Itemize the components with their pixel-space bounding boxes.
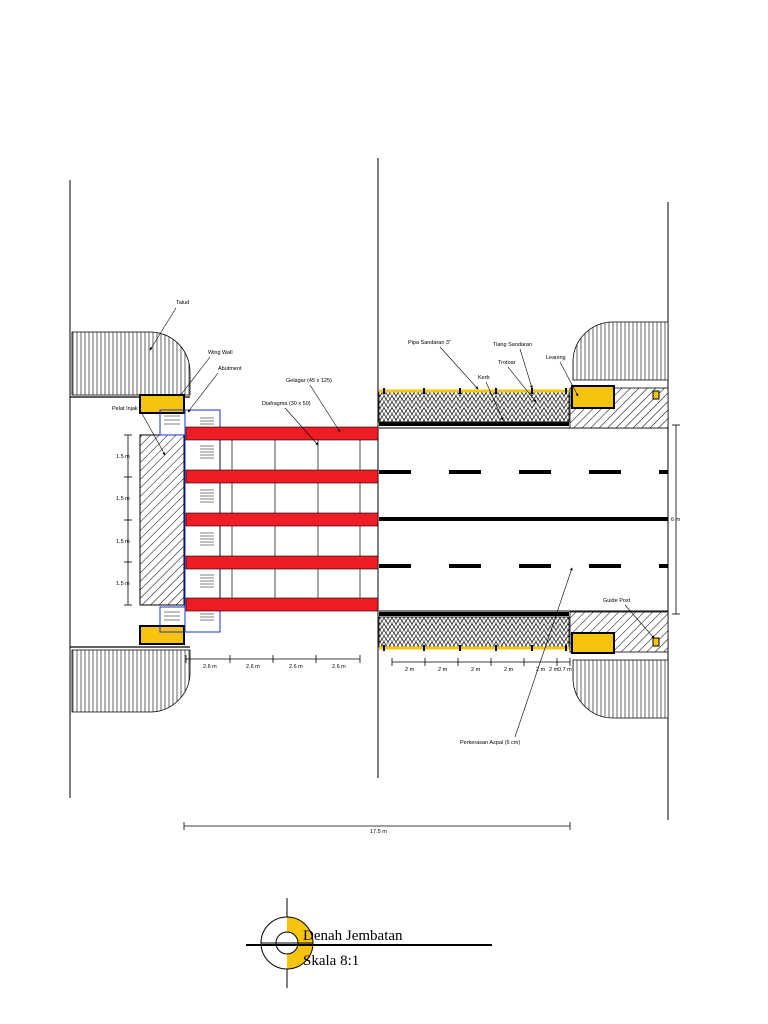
label-trotoar: Trotoar [498, 360, 516, 366]
lane-markings [379, 470, 668, 568]
leader-leaning [559, 361, 579, 397]
dim-right-width: 6 m [671, 517, 681, 523]
bearing-ticks [164, 415, 214, 621]
dim-left-2: 1.5 m [116, 496, 130, 502]
label-tiang-sandaran: Tiang Sandaran [493, 342, 532, 348]
dim-bottom-right-5: 2 m [536, 667, 546, 673]
girder-2 [185, 469, 379, 484]
leaning-block-top [571, 385, 615, 409]
dim-bottom-right-3: 2 m [471, 667, 481, 673]
leader-gelagar [309, 384, 341, 433]
label-gelagar: Gelagar (45 x 125) [286, 378, 332, 384]
label-abutment: Abutment [218, 366, 242, 372]
label-guide-post: Guide Post [603, 598, 631, 604]
girder-5 [185, 597, 379, 612]
girder-1 [185, 426, 379, 441]
leader-abutment [187, 372, 219, 413]
leader-tiang-sandaran [519, 348, 533, 389]
sidewalk-bottom [378, 616, 570, 648]
dim-bottom-right-1: 2 m [405, 667, 415, 673]
rail-posts-top [383, 388, 567, 394]
label-pelat-injak: Pelat Injak [112, 406, 138, 412]
talud-bottom-left [70, 646, 191, 713]
label-talud: Talud [176, 300, 189, 306]
leader-pipa-sandaran [439, 346, 479, 390]
label-wing-wall: Wing Wall [208, 350, 233, 356]
dim-bottom-right-4: 2 m [504, 667, 514, 673]
leaning-block-bottom [571, 632, 615, 654]
dim-bottom-right-2: 2 m [438, 667, 448, 673]
girder-4 [185, 555, 379, 570]
leader-pelat-injak [139, 409, 166, 456]
dim-bottom-left-2: 2.6 m [246, 664, 260, 670]
total-length-dimension [183, 822, 571, 830]
title-text: Denah Jembatan [303, 928, 403, 944]
sidewalk-top [378, 391, 570, 423]
dim-bottom-right-7: 0.7 m [558, 667, 572, 673]
dim-bottom-left-3: 2.6 m [289, 664, 303, 670]
dim-bottom-left-4: 2.6 m [332, 664, 346, 670]
kerb-bottom [379, 612, 569, 616]
kerb-top [379, 422, 569, 426]
talud-top-right [572, 321, 669, 381]
dim-left-1: 1.5 m [116, 454, 130, 460]
wing-wall-block-top [139, 394, 185, 414]
bottom-right-dimension-line [391, 658, 571, 666]
talud-bottom-right [572, 659, 669, 719]
wing-wall-outline-top [159, 409, 186, 436]
leader-trotoar [507, 366, 537, 403]
leader-guide-post [624, 604, 655, 639]
dim-left-3: 1.5 m [116, 539, 130, 545]
label-diafragma: Diafragma (30 x 50) [262, 401, 311, 407]
label-perkerasan: Perkerasan Aspal (5 cm) [460, 740, 520, 746]
label-leaning: Leaning [546, 355, 566, 361]
leader-kerb [485, 381, 504, 421]
dim-bottom-left-1: 2.6 m [203, 664, 217, 670]
right-dimension-line [672, 424, 680, 615]
girder-3 [185, 512, 379, 527]
bottom-left-dimension-line [185, 655, 361, 663]
title-symbol [260, 898, 314, 988]
scale-text: Skala 8:1 [303, 953, 359, 969]
label-pipa-sandaran: Pipa Sandaran 3" [408, 340, 451, 346]
wing-wall-block-bottom [139, 625, 185, 645]
guide-post-top [652, 390, 660, 400]
dim-bottom-right-6: 2 m [549, 667, 559, 673]
dim-left-4: 1.5 m [116, 581, 130, 587]
leader-perkerasan [514, 567, 573, 738]
leader-diafragma [284, 407, 319, 446]
leader-talud [149, 307, 177, 351]
dim-total-length: 17.5 m [370, 829, 387, 835]
guide-post-bottom [652, 637, 660, 647]
abutment [139, 434, 185, 606]
label-kerb: Kerb [478, 375, 490, 381]
girders [185, 426, 379, 612]
wing-wall-outline-bottom [159, 606, 186, 633]
talud-top-left [70, 331, 191, 398]
left-dimension-line [124, 434, 132, 606]
leader-wing-wall [179, 356, 211, 397]
rail-posts-bottom [383, 645, 567, 651]
